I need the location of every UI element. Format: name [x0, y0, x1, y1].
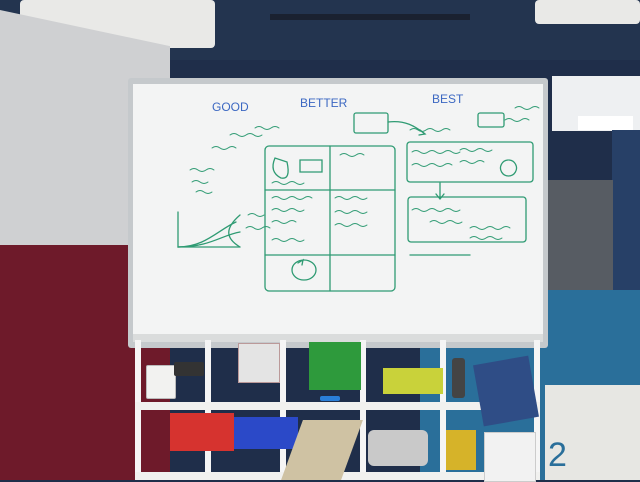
blue-marker	[320, 396, 340, 401]
white-box	[484, 432, 536, 482]
ceiling-light-strip	[270, 14, 470, 20]
header-better: BETTER	[300, 96, 348, 110]
shelf-post	[135, 340, 141, 480]
ceiling-ac-unit-right	[535, 0, 640, 24]
wastebasket	[146, 365, 176, 399]
floor-marking-text: 2	[548, 436, 567, 474]
lockers	[548, 180, 613, 300]
green-crate	[309, 342, 361, 390]
plastic-bag	[368, 430, 428, 466]
ceiling-light	[578, 116, 633, 130]
storage-box-clear	[238, 343, 280, 383]
water-bottle	[452, 358, 465, 398]
floor-marking: 2	[548, 436, 608, 476]
red-crate	[170, 413, 234, 451]
yellow-folder	[383, 368, 443, 394]
whiteboard-rail	[133, 334, 543, 342]
shelf-post	[205, 340, 211, 480]
keyboard	[174, 362, 204, 376]
shelf-board	[135, 402, 540, 410]
whiteboard	[133, 84, 543, 342]
light-floor-area	[545, 385, 640, 480]
shelf-post	[440, 340, 446, 480]
blue-crate	[234, 417, 298, 449]
board-game-box	[473, 355, 539, 427]
yellow-box	[446, 430, 476, 470]
shelf-post	[360, 340, 366, 480]
header-best: BEST	[432, 92, 464, 106]
shelf-post	[280, 340, 286, 480]
right-wall	[612, 130, 640, 300]
header-good: GOOD	[212, 100, 249, 114]
